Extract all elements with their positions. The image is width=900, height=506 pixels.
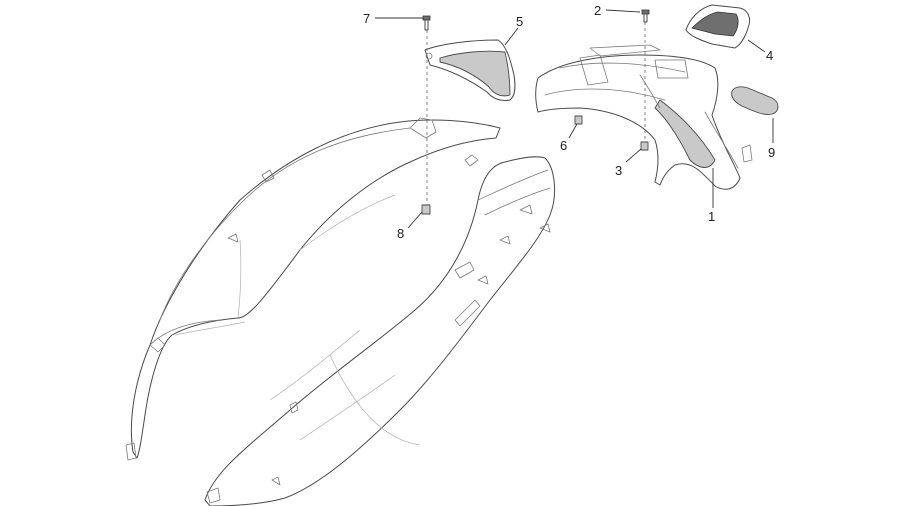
part-6-clip	[574, 115, 583, 125]
left-side-cover	[125, 117, 501, 461]
leader-lines	[375, 9, 774, 229]
part-9-reflector-pad	[731, 86, 779, 115]
callout-5: 5	[516, 14, 523, 29]
part-4-reflector-housing	[685, 4, 751, 49]
callout-6: 6	[560, 138, 567, 153]
callout-2: 2	[594, 3, 601, 18]
callout-labels: 7 5 2 4 6 3 1 9 8	[363, 3, 775, 241]
part-7-screw	[422, 15, 431, 31]
callout-7: 7	[363, 11, 370, 26]
callout-4: 4	[766, 48, 773, 63]
part-3-clip	[640, 141, 649, 151]
part-8-clip	[421, 204, 431, 215]
part-2-screw	[641, 9, 650, 23]
part-1-rear-fender	[535, 44, 753, 190]
callout-9: 9	[768, 145, 775, 160]
callout-3: 3	[615, 163, 622, 178]
callout-1: 1	[708, 209, 715, 224]
callout-8: 8	[397, 226, 404, 241]
assembly-lines	[426, 22, 646, 205]
part-5-cover-cap	[424, 39, 516, 101]
right-side-cover	[204, 156, 556, 506]
